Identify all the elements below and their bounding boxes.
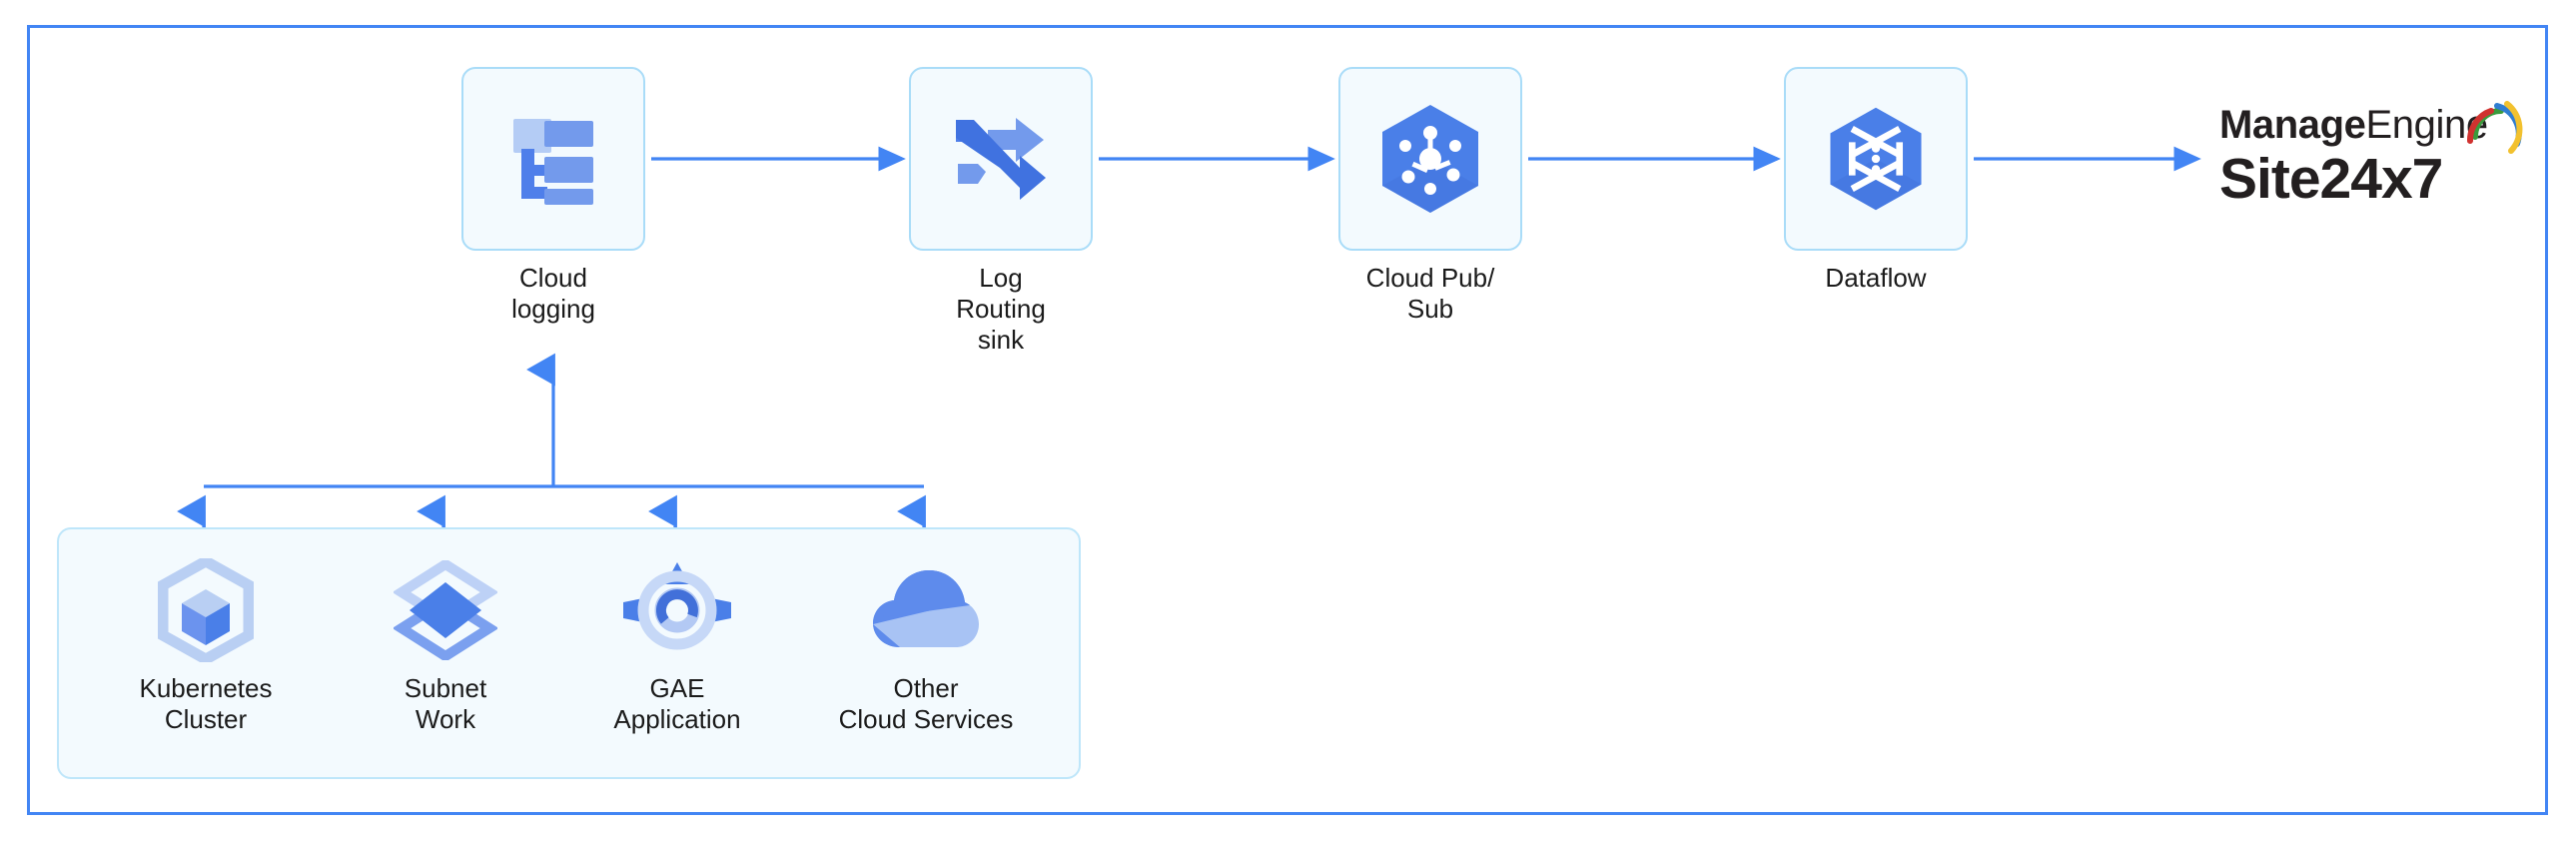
manageengine-swoosh-icon (2467, 101, 2523, 154)
source-node-kubernetes[interactable]: Kubernetes Cluster (91, 529, 321, 735)
node-label: Cloud logging (511, 263, 595, 324)
site24x7-logo: ManageEngine Site24x7 (2219, 101, 2529, 213)
cloud-logging-icon (513, 119, 593, 205)
icon-wrap (91, 558, 321, 662)
node-card[interactable] (909, 67, 1093, 251)
source-node-label: Subnet Work (404, 673, 487, 734)
icon-wrap (811, 561, 1041, 659)
icon-wrap (331, 560, 560, 660)
pubsub-hexagon-icon (1382, 105, 1478, 213)
node-card[interactable] (461, 67, 645, 251)
source-node-gae[interactable]: GAE Application (562, 529, 792, 735)
kubernetes-icon (158, 558, 254, 662)
subnet-icon (394, 560, 497, 660)
shuffle-icon (956, 118, 1046, 200)
node-card[interactable] (1338, 67, 1522, 251)
source-node-label: Kubernetes Cluster (139, 673, 273, 734)
node-card[interactable] (1784, 67, 1968, 251)
node-label: Log Routing sink (956, 263, 1046, 355)
logo-brand-prefix: Manage (2219, 103, 2366, 147)
source-node-other-cloud[interactable]: Other Cloud Services (811, 529, 1041, 735)
diagram-outer-frame (27, 25, 2548, 815)
cloud-icon (873, 570, 979, 647)
source-node-subnet[interactable]: Subnet Work (331, 529, 560, 735)
gae-icon (623, 562, 731, 650)
logo-manageengine-wordmark: ManageEngine (2219, 103, 2529, 147)
dataflow-hexagon-icon (1830, 107, 1922, 211)
source-node-label: Other Cloud Services (838, 673, 1014, 734)
node-label: Dataflow (1825, 263, 1927, 293)
node-label: Cloud Pub/ Sub (1365, 263, 1495, 324)
icon-wrap (562, 561, 792, 659)
source-node-label: GAE Application (613, 673, 741, 734)
source-services-group: Kubernetes Cluster Subnet Work (57, 527, 1081, 779)
logo-product-name: Site24x7 (2219, 147, 2443, 211)
